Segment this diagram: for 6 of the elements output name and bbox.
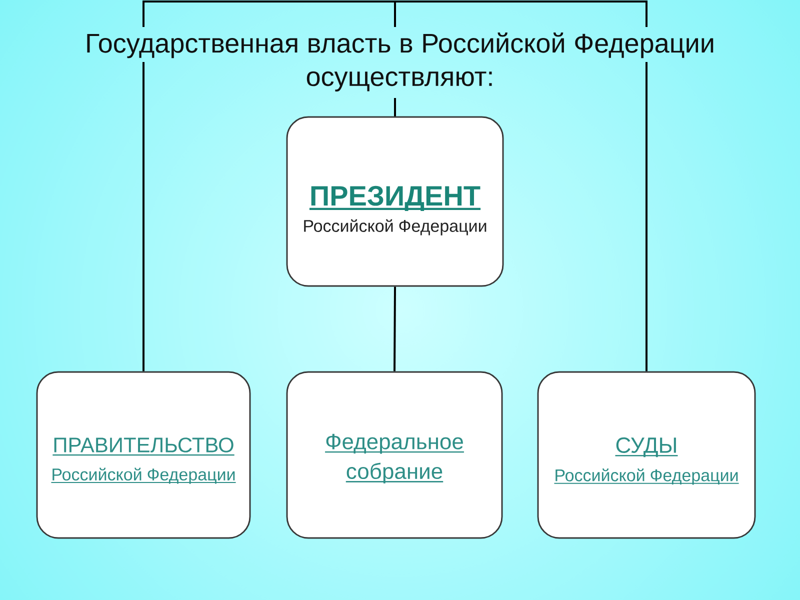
rounded-box: ПРЕЗИДЕНТ Российской Федерации	[286, 116, 504, 287]
title: Государственная власть в Российской Федерации осуществляют:	[87, 32, 714, 92]
rounded-box: ПРАВИТЕЛЬСТВО Российской Федерации	[36, 371, 251, 539]
rounded-box: Федеральное собрание	[286, 371, 503, 539]
rounded-box: СУДЫ Российской Федерации	[537, 371, 756, 539]
connector-line	[394, 286, 396, 372]
